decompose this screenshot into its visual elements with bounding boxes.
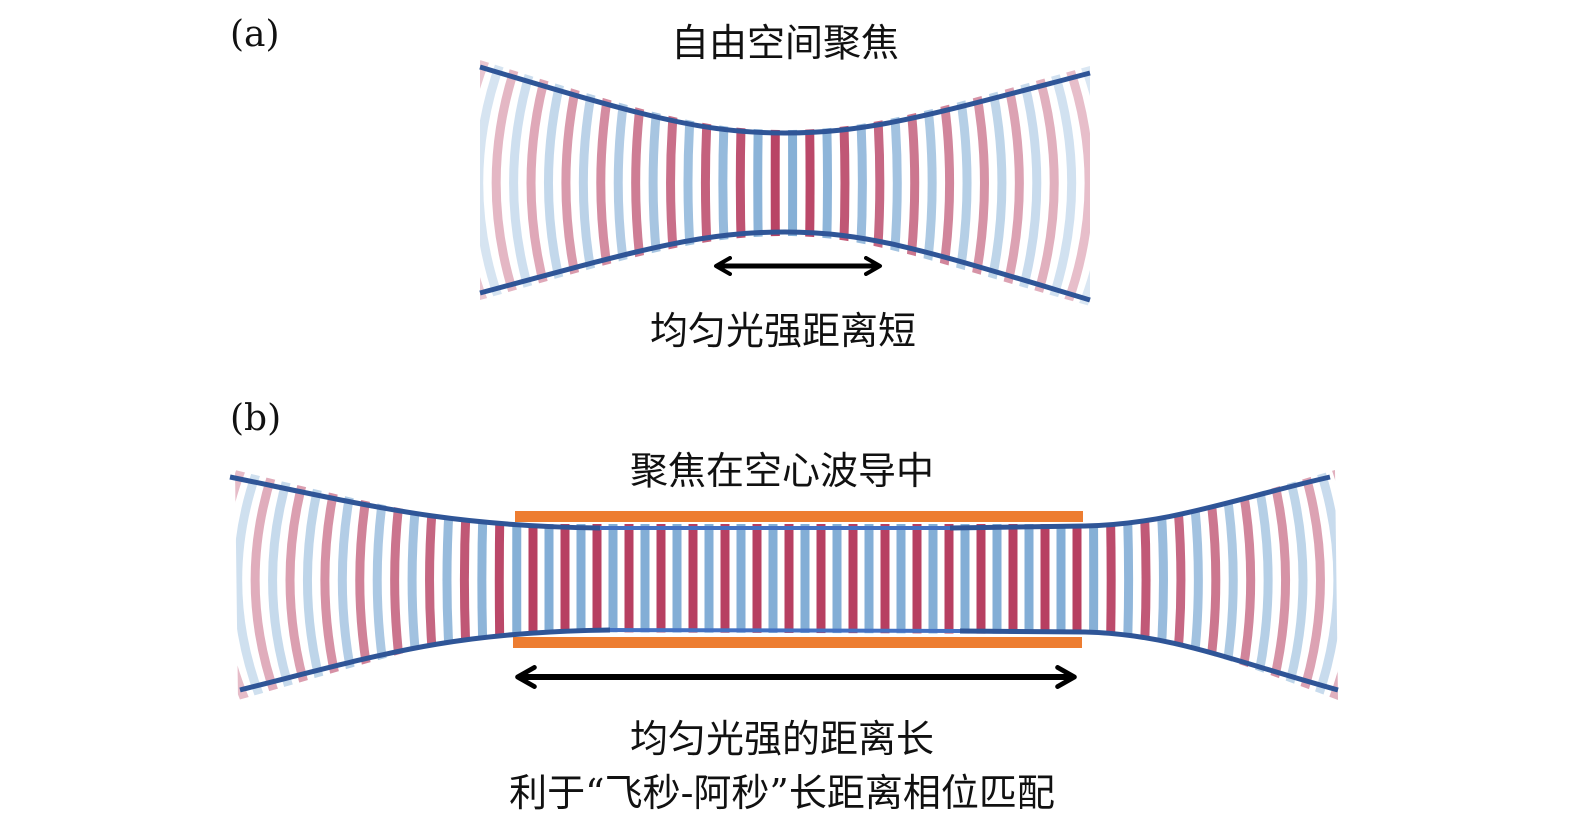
panel-label-b: (b) bbox=[230, 398, 282, 439]
wave-crest bbox=[596, 60, 621, 306]
wave-crest bbox=[491, 60, 525, 306]
wave-trough bbox=[753, 60, 765, 306]
wave-trough bbox=[883, 60, 902, 306]
wave-crest bbox=[666, 60, 685, 306]
wave-field-b bbox=[235, 470, 1338, 700]
wave-crest bbox=[770, 60, 781, 306]
wave-trough bbox=[480, 60, 509, 306]
beam-envelope-bottom-b bbox=[239, 627, 611, 693]
wave-trough bbox=[648, 60, 669, 306]
wave-crest bbox=[931, 60, 955, 306]
beam-envelope-top-a bbox=[479, 64, 1091, 136]
beam-envelope-top-b-right bbox=[949, 474, 1331, 531]
caption-b-line1: 均匀光强的距离长 bbox=[629, 717, 935, 761]
wave-crest bbox=[631, 60, 653, 306]
wave-crest bbox=[494, 470, 506, 700]
wave-crest bbox=[899, 60, 920, 306]
wave-crest bbox=[700, 60, 717, 306]
wave-trough bbox=[1216, 470, 1238, 700]
wave-trough bbox=[442, 470, 458, 700]
wave-trough bbox=[372, 470, 394, 700]
caption-a: 均匀光强距离短 bbox=[649, 309, 917, 353]
wave-trough bbox=[1088, 470, 1099, 700]
wave-trough bbox=[1043, 60, 1077, 306]
wave-trough bbox=[1120, 470, 1134, 700]
wave-trough bbox=[1184, 470, 1203, 700]
guided-mode-bottom bbox=[609, 628, 961, 633]
wave-crest bbox=[867, 60, 885, 306]
wave-trough bbox=[235, 470, 266, 700]
wave-trough bbox=[1075, 60, 1090, 306]
wave-trough bbox=[407, 470, 426, 700]
waveguide-wall-top bbox=[515, 511, 1083, 522]
wave-trough bbox=[1152, 470, 1168, 700]
title-a: 自由空间聚焦 bbox=[670, 21, 900, 65]
beam-envelope-bottom-b-right bbox=[959, 628, 1339, 693]
wave-trough bbox=[851, 60, 867, 306]
wave-trough bbox=[819, 60, 832, 306]
wave-crest bbox=[390, 470, 410, 700]
wave-crest bbox=[1136, 470, 1151, 700]
wave-crest bbox=[803, 60, 815, 306]
panel-label-a: (a) bbox=[230, 14, 280, 55]
wave-crest bbox=[1104, 470, 1116, 700]
wave-crest bbox=[355, 470, 378, 700]
beam-envelope-bottom-a bbox=[479, 229, 1091, 303]
wave-trough bbox=[477, 470, 490, 700]
wave-crest bbox=[250, 470, 282, 700]
wave-trough bbox=[1280, 470, 1308, 700]
wave-crest bbox=[425, 470, 442, 700]
wave-trough bbox=[683, 60, 701, 306]
wave-crest bbox=[735, 60, 749, 306]
wave-crest bbox=[1296, 470, 1325, 700]
caption-b-line2: 利于“飞秒-阿秒”长距离相位匹配 bbox=[509, 771, 1055, 815]
wave-trough bbox=[613, 60, 637, 306]
waveguide-wall-bottom bbox=[513, 637, 1082, 648]
beam-envelope-top-b bbox=[229, 474, 601, 531]
wave-crest bbox=[480, 60, 493, 306]
wave-trough bbox=[915, 60, 937, 306]
wave-crest bbox=[1200, 470, 1221, 700]
wave-crest bbox=[835, 60, 850, 306]
wave-crest bbox=[459, 470, 474, 700]
title-b: 聚焦在空心波导中 bbox=[629, 449, 935, 493]
wave-crest bbox=[1059, 60, 1090, 306]
wave-crest bbox=[1168, 470, 1186, 700]
wave-trough bbox=[947, 60, 972, 306]
wave-trough bbox=[787, 60, 798, 306]
wave-trough bbox=[718, 60, 733, 306]
